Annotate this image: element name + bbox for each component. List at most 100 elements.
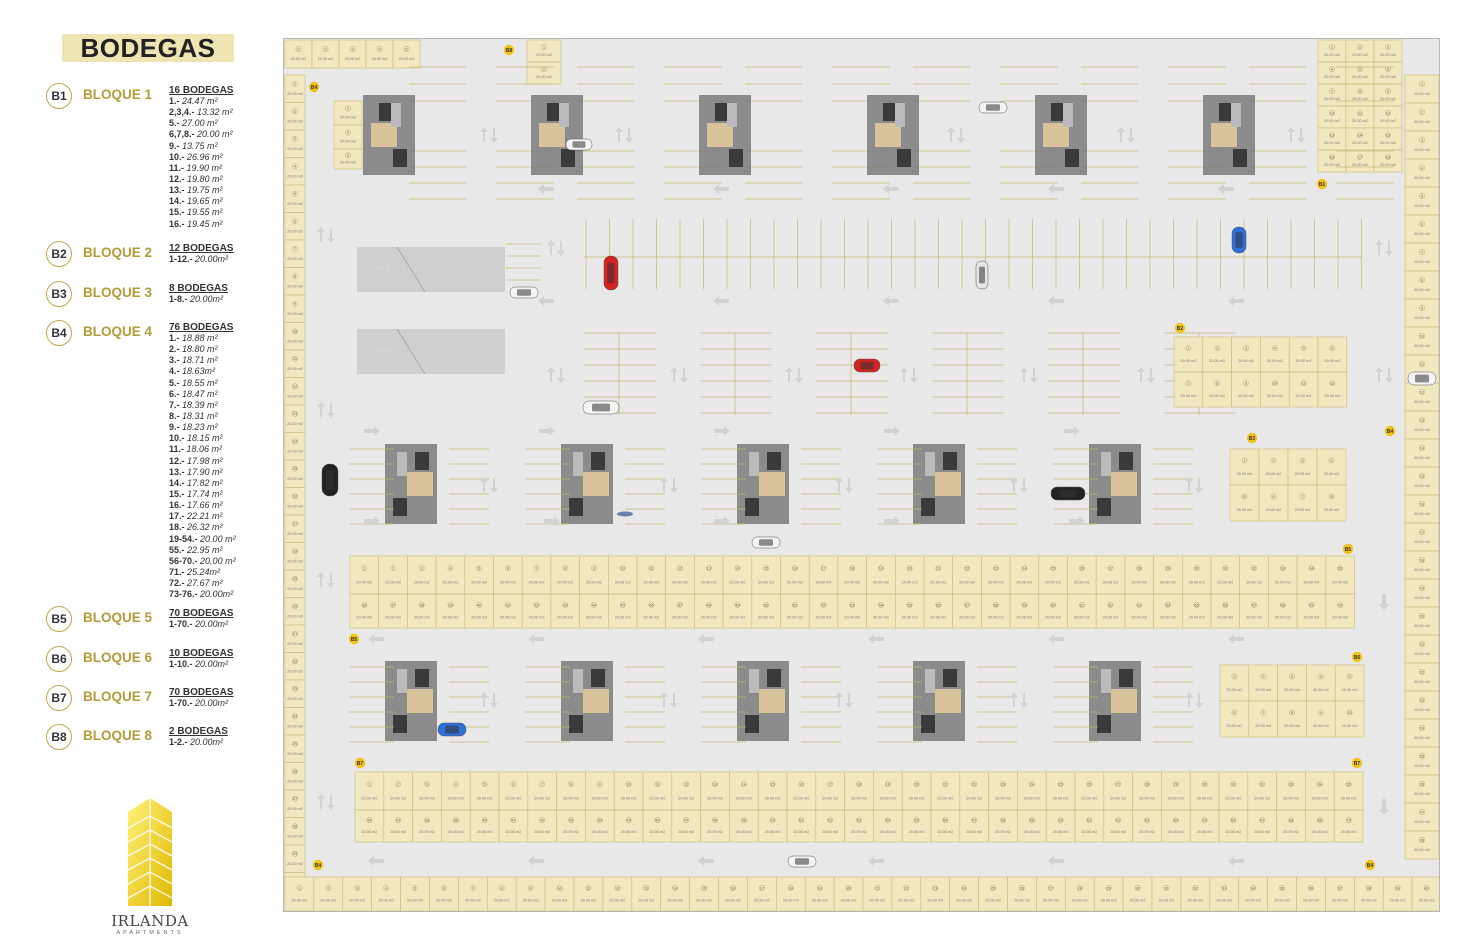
svg-text:20.00 m2: 20.00 m2 [1110,796,1126,800]
svg-text:11: 11 [1420,361,1425,366]
storage-unit: 320.00 m2 [412,771,442,811]
size-row: 3.- 18.71 m² [169,355,218,366]
svg-text:20.00 m2: 20.00 m2 [959,580,975,584]
svg-text:20.00 m2: 20.00 m2 [557,580,573,584]
svg-text:20.00 m2: 20.00 m2 [873,580,889,584]
svg-text:20.00 m2: 20.00 m2 [390,830,406,834]
svg-text:4: 4 [449,566,452,571]
svg-text:20.00 m2: 20.00 m2 [356,615,372,619]
svg-text:20.00 m2: 20.00 m2 [1324,508,1340,512]
storage-unit: 420.00 m2 [1317,61,1347,85]
building-core [363,95,415,175]
svg-text:20.00 m2: 20.00 m2 [1414,400,1430,404]
svg-text:20.00 m2: 20.00 m2 [1226,724,1242,728]
svg-text:20.00 m2: 20.00 m2 [1237,472,1253,476]
svg-text:3: 3 [356,885,359,890]
svg-text:69: 69 [1309,602,1314,607]
car-icon [853,358,881,373]
svg-text:20.00 m2: 20.00 m2 [1414,512,1430,516]
svg-text:45: 45 [620,602,625,607]
svg-text:20.00 m2: 20.00 m2 [1226,688,1242,692]
svg-text:20.00 m2: 20.00 m2 [1414,540,1430,544]
svg-text:20.00 m2: 20.00 m2 [736,830,752,834]
svg-text:5: 5 [405,46,408,51]
svg-text:2: 2 [392,566,395,571]
svg-text:4: 4 [294,164,297,169]
svg-text:17: 17 [760,885,765,890]
svg-text:4: 4 [1331,66,1334,71]
block-sizes: 1-70.- 20.00m² [169,698,228,709]
svg-text:B4: B4 [311,85,318,91]
svg-text:62: 62 [1108,602,1113,607]
svg-text:23: 23 [1001,782,1006,787]
svg-text:20.00 m2: 20.00 m2 [1237,508,1253,512]
size-row: 1-2.- 20.00m² [169,737,224,747]
svg-text:11: 11 [293,356,298,361]
storage-unit: 120.00 m2 [1317,39,1347,63]
svg-text:B8: B8 [506,48,513,54]
svg-text:26: 26 [1087,782,1092,787]
building-core [737,444,789,524]
svg-text:14: 14 [742,782,747,787]
svg-text:20.00 m2: 20.00 m2 [287,339,303,343]
svg-text:60: 60 [1058,818,1063,823]
svg-text:20.00 m2: 20.00 m2 [638,898,654,902]
svg-text:20.00 m2: 20.00 m2 [340,115,356,119]
storage-unit: 320.00 m2 [1404,130,1439,160]
size-row: 11.- 19.90 m² [169,162,223,173]
svg-text:14: 14 [1420,445,1425,450]
storage-unit: 720.00 m2 [1317,83,1347,107]
building-core [1089,661,1141,741]
svg-text:20.00 m2: 20.00 m2 [287,257,303,261]
svg-text:28: 28 [1420,837,1425,842]
size-row: 55.- 22.95 m² [169,544,223,555]
svg-text:10: 10 [626,782,631,787]
svg-text:20.00 m2: 20.00 m2 [287,779,303,783]
svg-text:20.00 m2: 20.00 m2 [1245,898,1261,902]
svg-text:20.00 m2: 20.00 m2 [696,898,712,902]
svg-text:3: 3 [426,782,429,787]
svg-text:20.00 m2: 20.00 m2 [959,615,975,619]
storage-unit: 620.00 m2 [1258,484,1289,522]
svg-text:20.00 m2: 20.00 m2 [988,615,1004,619]
svg-text:25: 25 [1420,753,1425,758]
svg-text:20.00 m2: 20.00 m2 [320,898,336,902]
svg-text:70: 70 [1346,818,1351,823]
block-name: BLOQUE 5 [83,610,153,625]
size-row: 5.- 27.00 m² [169,118,218,129]
svg-text:13: 13 [644,885,649,890]
building-core [1035,95,1087,175]
svg-text:20.00 m2: 20.00 m2 [1324,394,1340,398]
svg-text:20.00 m2: 20.00 m2 [1017,580,1033,584]
svg-text:20.00 m2: 20.00 m2 [678,796,694,800]
svg-text:20.00 m2: 20.00 m2 [1414,260,1430,264]
building-core [913,661,965,741]
svg-text:12: 12 [1420,389,1425,394]
block-sizes: 1-8.- 20.00m² [169,294,223,305]
svg-text:52: 52 [821,602,826,607]
svg-text:20.00 m2: 20.00 m2 [529,615,545,619]
svg-text:20.00 m2: 20.00 m2 [477,796,493,800]
svg-text:18: 18 [857,782,862,787]
storage-unit: 320.00 m2 [1277,664,1307,702]
svg-text:20.00 m2: 20.00 m2 [345,57,361,61]
svg-text:20.00 m2: 20.00 m2 [361,796,377,800]
svg-text:8: 8 [1291,710,1294,715]
size-row: 14.- 19.65 m² [169,196,223,207]
